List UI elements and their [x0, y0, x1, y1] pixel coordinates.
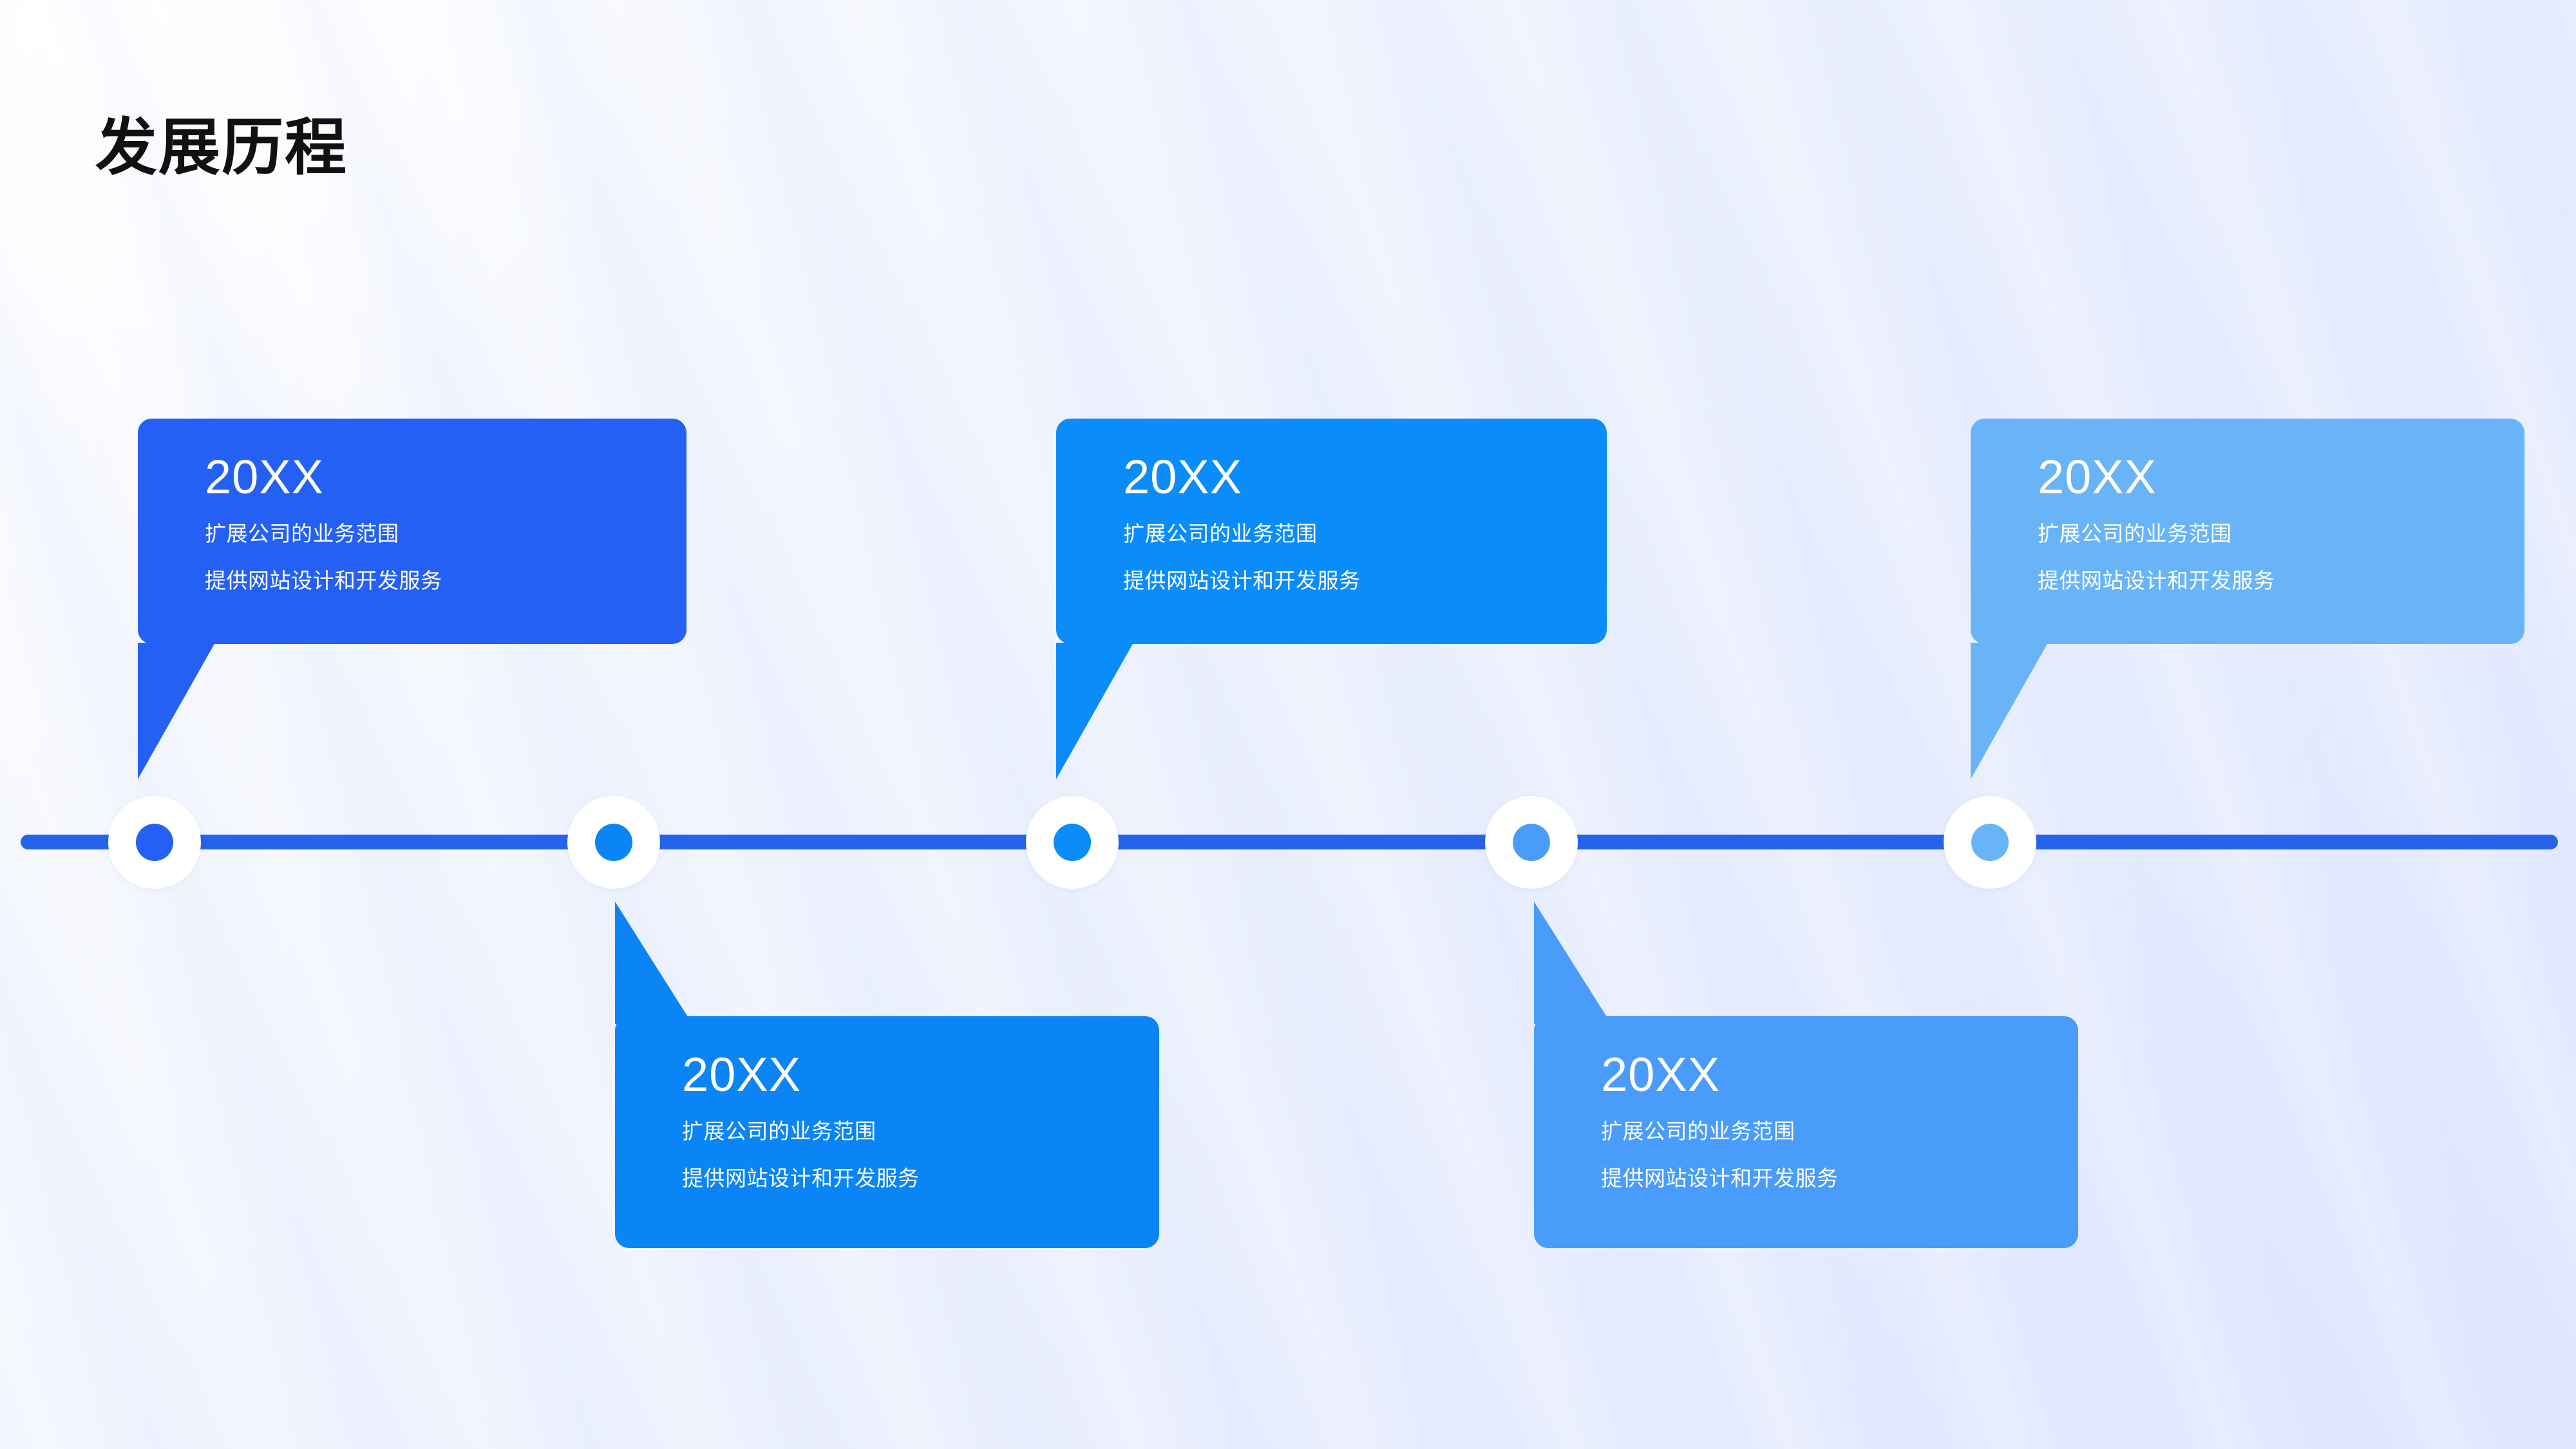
milestone-tail-3	[1056, 643, 1133, 779]
milestone-line2-2: 提供网站设计和开发服务	[682, 1166, 920, 1190]
milestone-line1-5: 扩展公司的业务范围	[2038, 522, 2232, 545]
milestone-line2-5: 提供网站设计和开发服务	[2038, 569, 2275, 592]
milestone-tail-4	[1534, 902, 1611, 1024]
milestone-line1-2: 扩展公司的业务范围	[682, 1119, 876, 1143]
timeline-axis	[21, 835, 2558, 849]
timeline-marker-5[interactable]	[1944, 796, 2036, 889]
timeline-marker-2[interactable]	[567, 796, 660, 889]
timeline-dot-1	[136, 824, 173, 861]
milestone-year-5: 20XX	[2038, 450, 2157, 504]
timeline-dot-3	[1054, 824, 1091, 861]
page-title: 发展历程	[95, 113, 348, 183]
milestone-card-3[interactable]: 20XX 扩展公司的业务范围 提供网站设计和开发服务	[1056, 419, 1607, 644]
milestone-tail-1	[138, 643, 215, 779]
milestone-line2-1: 提供网站设计和开发服务	[205, 569, 442, 592]
timeline-marker-1[interactable]	[108, 796, 201, 889]
timeline-marker-3[interactable]	[1026, 796, 1119, 889]
milestone-card-1[interactable]: 20XX 扩展公司的业务范围 提供网站设计和开发服务	[138, 419, 687, 644]
timeline-dot-5	[1971, 824, 2009, 861]
milestone-tail-2	[615, 902, 692, 1024]
milestone-year-3: 20XX	[1123, 450, 1243, 504]
milestone-tail-5	[1971, 643, 2048, 779]
milestone-card-2[interactable]: 20XX 扩展公司的业务范围 提供网站设计和开发服务	[615, 1016, 1159, 1248]
milestone-year-4: 20XX	[1601, 1048, 1721, 1101]
milestone-card-5[interactable]: 20XX 扩展公司的业务范围 提供网站设计和开发服务	[1971, 419, 2524, 644]
timeline-marker-4[interactable]	[1485, 796, 1578, 889]
timeline-dot-4	[1513, 824, 1550, 861]
milestone-line2-3: 提供网站设计和开发服务	[1123, 569, 1361, 592]
milestone-card-4[interactable]: 20XX 扩展公司的业务范围 提供网站设计和开发服务	[1534, 1016, 2078, 1248]
milestone-line1-1: 扩展公司的业务范围	[205, 522, 399, 545]
milestone-line2-4: 提供网站设计和开发服务	[1601, 1166, 1839, 1190]
milestone-year-1: 20XX	[205, 450, 325, 504]
milestone-line1-4: 扩展公司的业务范围	[1601, 1119, 1795, 1143]
milestone-line1-3: 扩展公司的业务范围	[1123, 522, 1318, 545]
milestone-year-2: 20XX	[682, 1048, 802, 1101]
timeline-dot-2	[595, 824, 632, 861]
